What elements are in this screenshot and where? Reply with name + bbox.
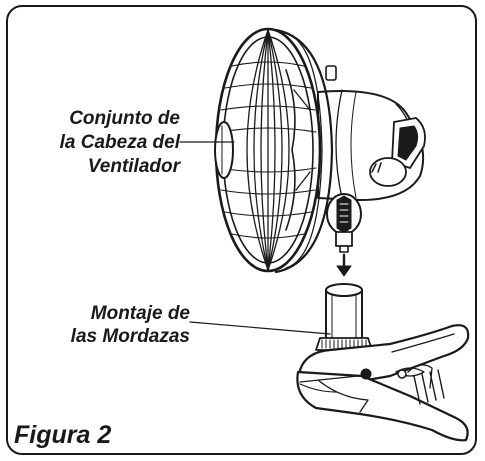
clamp-leader-line bbox=[189, 321, 331, 335]
fan-head-label: Conjunto de la Cabeza del Ventilador bbox=[14, 107, 180, 179]
fan-head-label-line-2: la Cabeza del bbox=[59, 132, 180, 153]
tilt-knob bbox=[326, 193, 362, 253]
clamp-post bbox=[315, 283, 373, 351]
figure-caption: Figura 2 bbox=[14, 421, 112, 449]
clamp-label: Montaje de las Mordazas bbox=[14, 302, 190, 348]
fan-head-label-line-1: Conjunto de bbox=[69, 108, 180, 129]
clamp-lower-jaw bbox=[296, 370, 469, 442]
clamp-assembly bbox=[296, 283, 470, 442]
clamp-label-line-1: Montaje de bbox=[90, 303, 190, 324]
figure-frame bbox=[6, 5, 477, 455]
fan-head-assembly bbox=[214, 27, 426, 274]
fan-head-label-line-3: Ventilador bbox=[87, 156, 180, 177]
clamp-label-line-2: las Mordazas bbox=[70, 326, 190, 347]
clamp-spring bbox=[395, 364, 445, 405]
fan-guard bbox=[214, 27, 334, 274]
arrow-down-icon bbox=[336, 253, 352, 277]
motor-housing bbox=[317, 65, 426, 201]
